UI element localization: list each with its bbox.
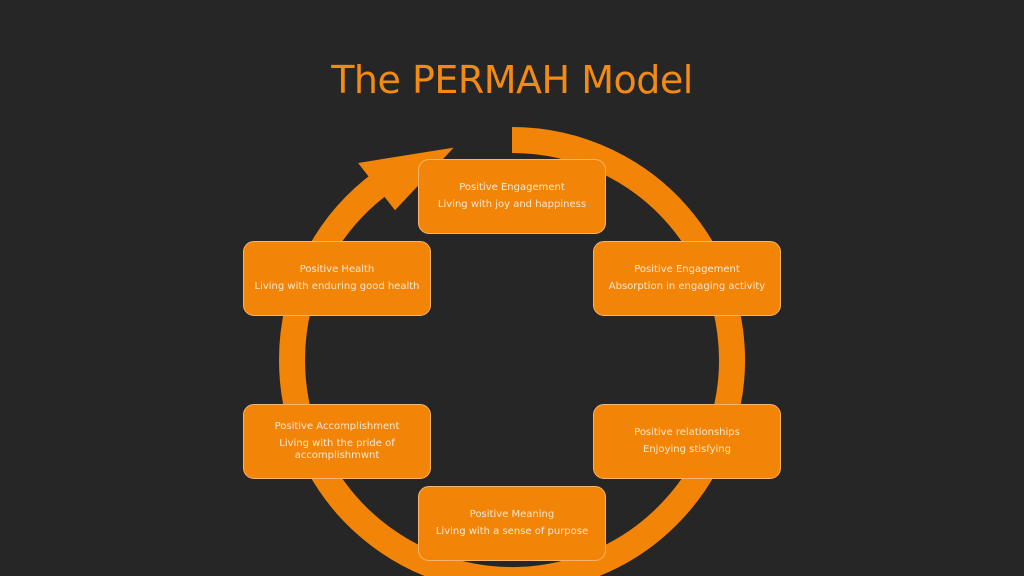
node-heading: Positive Meaning: [469, 509, 555, 520]
cycle-node-positive-accomplishment: Positive Accomplishment Living with the …: [243, 404, 431, 479]
node-heading: Positive Accomplishment: [274, 421, 400, 432]
cycle-node-positive-relationships: Positive relationships Enjoying stisfyin…: [593, 404, 781, 479]
node-heading: Positive Engagement: [634, 264, 740, 275]
node-heading: Positive Engagement: [459, 182, 565, 193]
cycle-ring-arc: [279, 127, 745, 576]
node-text: Living with joy and happiness: [437, 199, 587, 210]
node-text: Living with enduring good health: [254, 281, 420, 292]
cycle-node-positive-engagement-joy: Positive Engagement Living with joy and …: [418, 159, 606, 234]
slide-title: The PERMAH Model: [331, 58, 693, 102]
cycle-node-positive-meaning: Positive Meaning Living with a sense of …: [418, 486, 606, 561]
node-text: Enjoying stisfying: [643, 444, 731, 455]
cycle-node-positive-health: Positive Health Living with enduring goo…: [243, 241, 431, 316]
node-heading: Positive Health: [299, 264, 375, 275]
node-text: Living with the pride of accomplishmwnt: [279, 438, 395, 461]
node-text: Living with a sense of purpose: [435, 526, 589, 537]
node-heading: Positive relationships: [634, 427, 740, 438]
node-text: Absorption in engaging activity: [608, 281, 766, 292]
cycle-node-positive-engagement-absorption: Positive Engagement Absorption in engagi…: [593, 241, 781, 316]
